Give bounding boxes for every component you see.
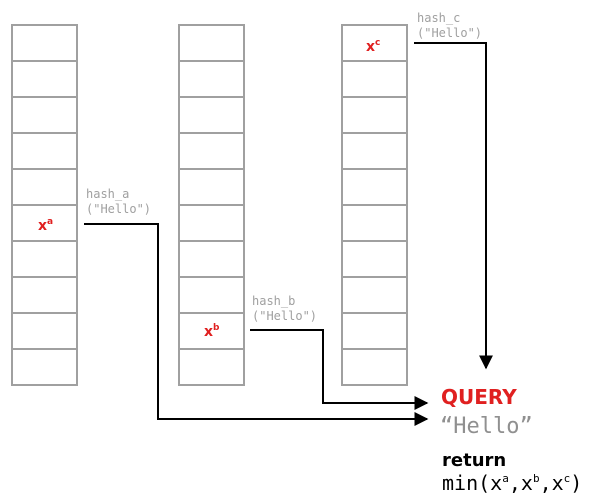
arrow-c-to-query [414, 42, 493, 370]
hash-c-arg: ("Hello") [417, 26, 482, 40]
table-cell [178, 276, 245, 314]
table-cell [11, 348, 78, 386]
query-title: QUERY [441, 385, 517, 409]
hash-table-b [178, 24, 245, 386]
hash-b-label: hash_b [252, 294, 295, 308]
hash-a-label: hash_a [86, 187, 129, 201]
table-cell [178, 204, 245, 242]
table-cell [341, 204, 408, 242]
hash-table-a [11, 24, 78, 386]
table-cell [11, 24, 78, 62]
table-cell [178, 312, 245, 350]
arrow-a-to-query [84, 223, 429, 426]
table-cell [178, 132, 245, 170]
marker-x-a: xa [38, 217, 53, 234]
hash-c-label: hash_c [417, 11, 460, 25]
hash-b-arg: ("Hello") [252, 309, 317, 323]
return-keyword: return [442, 450, 506, 471]
table-cell [11, 168, 78, 206]
table-cell [11, 132, 78, 170]
table-cell [178, 168, 245, 206]
table-cell [178, 96, 245, 134]
query-value: “Hello” [440, 414, 533, 439]
table-cell [11, 96, 78, 134]
table-cell [341, 240, 408, 278]
table-cell [341, 168, 408, 206]
table-cell [11, 276, 78, 314]
table-cell [11, 60, 78, 98]
table-cell [341, 132, 408, 170]
table-cell [341, 312, 408, 350]
hash-table-c [341, 24, 408, 386]
table-cell [178, 240, 245, 278]
hash-a-arg: ("Hello") [86, 202, 151, 216]
table-cell [11, 240, 78, 278]
table-cell [341, 276, 408, 314]
marker-x-b: xb [204, 323, 220, 340]
table-cell [178, 348, 245, 386]
table-cell [341, 24, 408, 62]
table-cell [178, 24, 245, 62]
table-cell [341, 60, 408, 98]
marker-x-c: xc [366, 38, 380, 55]
table-cell [341, 96, 408, 134]
return-min-call: min(xa,xb,xc) [442, 471, 582, 495]
table-cell [341, 348, 408, 386]
arrow-b-to-query [250, 329, 429, 410]
table-cell [178, 60, 245, 98]
table-cell [11, 312, 78, 350]
